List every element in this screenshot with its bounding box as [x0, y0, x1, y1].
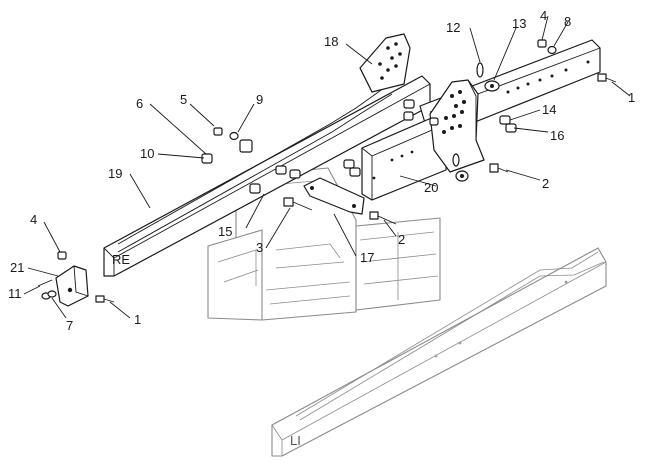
callout-19: 19 [108, 166, 122, 181]
part-17-link-arm [303, 177, 365, 215]
callout-4-left: 4 [30, 212, 37, 227]
callout-17: 17 [360, 250, 374, 265]
fasteners [37, 39, 617, 303]
callout-1-bottom: 1 [134, 312, 141, 327]
leader-lines [23, 15, 631, 319]
callout-10: 10 [140, 146, 154, 161]
callout-15: 15 [218, 224, 232, 239]
perforated-bracket [429, 79, 485, 173]
left-rail-ghost: LI [271, 247, 607, 457]
part-21-front-bracket [55, 265, 89, 307]
callout-2-middle: 2 [398, 232, 405, 247]
callout-7: 7 [66, 318, 73, 333]
right-side-label: RE [112, 252, 130, 267]
callout-13: 13 [512, 16, 526, 31]
callout-20: 20 [424, 180, 438, 195]
ghost-frame-block [207, 167, 441, 321]
callout-2-right: 2 [542, 176, 549, 191]
callout-8: 8 [564, 14, 571, 29]
callout-1-top: 1 [628, 90, 635, 105]
part-18-mount-plate [359, 33, 411, 93]
callout-numbers: 18 5 9 6 10 19 12 13 4 8 14 16 20 2 2 1 … [8, 8, 635, 333]
callout-21: 21 [10, 260, 24, 275]
callout-16: 16 [550, 128, 564, 143]
callout-3: 3 [256, 240, 263, 255]
callout-11: 11 [8, 286, 22, 301]
callout-18: 18 [324, 34, 338, 49]
callout-9: 9 [256, 92, 263, 107]
left-side-label: LI [290, 433, 301, 448]
callout-14: 14 [542, 102, 556, 117]
part-19-right-rail: RE [103, 75, 431, 277]
callout-4-top: 4 [540, 8, 547, 23]
callout-5: 5 [180, 92, 187, 107]
callout-6: 6 [136, 96, 143, 111]
callout-12: 12 [446, 20, 460, 35]
